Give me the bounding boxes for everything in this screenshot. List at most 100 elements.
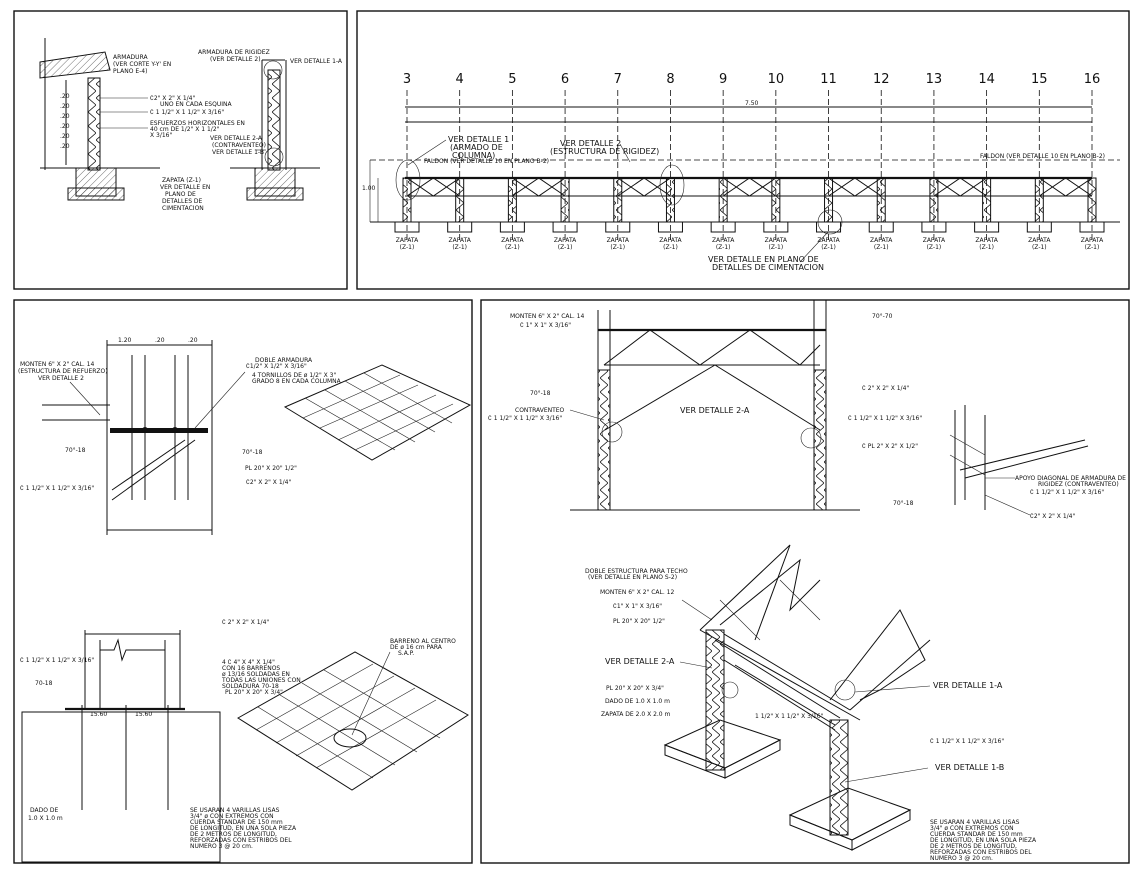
axis-number-7: 7 <box>614 72 622 87</box>
svg-text:70°-18: 70°-18 <box>65 447 86 454</box>
axis-number-11: 11 <box>820 72 837 87</box>
zapata-label: ZAPATA <box>607 237 630 244</box>
label-armadura: ARMADURA <box>113 54 148 61</box>
svg-text:DE LONGITUD, EN UNA SOLA PIEZA: DE LONGITUD, EN UNA SOLA PIEZA <box>190 825 297 832</box>
axis-number-4: 4 <box>456 72 464 87</box>
svg-text:15.60: 15.60 <box>90 711 107 718</box>
svg-text:VER DETALLE EN: VER DETALLE EN <box>160 184 210 191</box>
zapata-label: ZAPATA <box>923 237 946 244</box>
svg-text:TODAS LAS UNIONES CON: TODAS LAS UNIONES CON <box>221 677 301 684</box>
svg-text:∁1" X 1" X 3/16": ∁1" X 1" X 3/16" <box>613 603 662 610</box>
zapata-tag: (Z-1) <box>558 244 573 251</box>
svg-text:S.A.P.: S.A.P. <box>398 650 414 657</box>
bracing <box>722 177 777 197</box>
svg-text:COLUMNA): COLUMNA) <box>452 151 495 160</box>
zapata-tag: (Z-1) <box>1085 244 1100 251</box>
svg-text:∁ 1 1/2" X 1 1/2" X 3/16": ∁ 1 1/2" X 1 1/2" X 3/16" <box>150 109 224 116</box>
svg-text:∁ 1 1/2" X 1 1/2" X 3/16": ∁ 1 1/2" X 1 1/2" X 3/16" <box>848 415 922 422</box>
roof-beam <box>39 51 111 79</box>
bracing <box>722 177 777 197</box>
svg-text:1.0 X 1.0 m: 1.0 X 1.0 m <box>28 815 63 822</box>
column-truss <box>876 177 886 223</box>
zapata-tag: (Z-1) <box>610 244 625 251</box>
svg-text:70-18: 70-18 <box>35 680 53 687</box>
column-truss <box>929 177 939 223</box>
svg-text:70°-70: 70°-70 <box>872 313 893 320</box>
svg-text:SE USARAN 4 VARILLAS LISAS: SE USARAN 4 VARILLAS LISAS <box>930 819 1020 826</box>
frame-elevation <box>356 10 1130 290</box>
column-truss <box>455 177 465 223</box>
svg-text:DE LONGITUD, EN UNA SOLA PIEZA: DE LONGITUD, EN UNA SOLA PIEZA <box>930 837 1037 844</box>
svg-text:.20: .20 <box>60 133 70 140</box>
detail-portal-frame: MONTEN 6" X 2" CAL. 14 ∁ 1" X 1" X 3/16"… <box>488 300 1126 520</box>
axis-number-9: 9 <box>719 72 727 87</box>
svg-text:(CONTRAVENTEO): (CONTRAVENTEO) <box>212 142 266 149</box>
bracing <box>512 177 566 197</box>
bracing <box>617 177 671 197</box>
svg-text:SE USARAN 4 VARILLAS LISAS: SE USARAN 4 VARILLAS LISAS <box>190 807 280 814</box>
svg-text:REFORZADAS CON ESTRIBOS DEL: REFORZADAS CON ESTRIBOS DEL <box>190 837 292 844</box>
axis-number-13: 13 <box>926 72 943 87</box>
zapata-label: ZAPATA <box>765 237 788 244</box>
axis-number-15: 15 <box>1031 72 1048 87</box>
axis-number-3: 3 <box>403 72 411 87</box>
bracing <box>617 177 671 197</box>
svg-text:NUMERO 3 @ 20 cm.: NUMERO 3 @ 20 cm. <box>930 855 993 862</box>
svg-text:ZAPATA (Z-1): ZAPATA (Z-1) <box>162 177 201 184</box>
svg-text:X 3/16": X 3/16" <box>150 132 172 139</box>
zapata-tag: (Z-1) <box>452 244 467 251</box>
svg-text:ZAPATA DE 2.0 X 2.0 m: ZAPATA DE 2.0 X 2.0 m <box>601 711 671 718</box>
column-truss <box>1087 177 1097 223</box>
svg-text:BARRENO AL CENTRO: BARRENO AL CENTRO <box>390 638 456 645</box>
svg-text:MONTEN 6" X 2" CAL. 14: MONTEN 6" X 2" CAL. 14 <box>20 361 94 368</box>
svg-text:40 cm DE 1/2" X 1 1/2": 40 cm DE 1/2" X 1 1/2" <box>150 126 220 133</box>
bracing <box>933 177 987 197</box>
column-truss <box>771 177 781 223</box>
svg-text:VER DETALLE 1-A: VER DETALLE 1-A <box>290 58 343 65</box>
bracing <box>406 177 460 197</box>
svg-text:DE 2 METROS DE LONGITUD,: DE 2 METROS DE LONGITUD, <box>190 831 277 838</box>
frame-detail-top-left <box>13 10 348 290</box>
detail-perspective: DOBLE ESTRUCTURA PARA TECHO (VER DETALLE… <box>585 544 1037 862</box>
svg-text:CONTRAVENTEO: CONTRAVENTEO <box>515 407 565 414</box>
svg-text:.20: .20 <box>60 123 70 130</box>
svg-text:(VER DETALLE EN PLANO S-2): (VER DETALLE EN PLANO S-2) <box>588 574 677 581</box>
svg-text:4 TORNILLOS DE ø 1/2" X 3": 4 TORNILLOS DE ø 1/2" X 3" <box>252 372 337 379</box>
column-truss <box>718 177 728 223</box>
svg-text:UNO EN CADA ESQUINA: UNO EN CADA ESQUINA <box>160 101 232 108</box>
svg-text:.20: .20 <box>60 113 70 120</box>
svg-text:CIMENTACION: CIMENTACION <box>162 205 204 212</box>
zapata-tag: (Z-1) <box>927 244 942 251</box>
svg-text:VER DETALLE 2: VER DETALLE 2 <box>560 139 621 148</box>
svg-text:70°-18: 70°-18 <box>530 390 551 397</box>
column-truss <box>507 177 517 223</box>
svg-text:VER DETALLE 2-A: VER DETALLE 2-A <box>210 135 263 142</box>
bracing <box>828 177 882 197</box>
svg-text:VER DETALLE 1-A: VER DETALLE 1-A <box>933 681 1003 690</box>
svg-text:3/4" ø CON EXTREMOS CON: 3/4" ø CON EXTREMOS CON <box>190 813 274 820</box>
svg-text:DETALLES DE: DETALLES DE <box>162 198 203 205</box>
svg-text:FALDON (VER DETALLE 10 EN PLAN: FALDON (VER DETALLE 10 EN PLANO B-2) <box>980 153 1105 160</box>
zapata-tag: (Z-1) <box>821 244 836 251</box>
svg-text:∁ PL 2" X 2" X 1/2": ∁ PL 2" X 2" X 1/2" <box>862 443 918 450</box>
svg-text:∁ 1 1/2" X 1 1/2" X 3/16": ∁ 1 1/2" X 1 1/2" X 3/16" <box>488 415 562 422</box>
axis-number-16: 16 <box>1084 72 1101 87</box>
svg-text:APOYO DIAGONAL DE ARMADURA DE: APOYO DIAGONAL DE ARMADURA DE <box>1015 475 1126 482</box>
svg-text:MONTEN 6" X 2" CAL. 14: MONTEN 6" X 2" CAL. 14 <box>510 313 584 320</box>
axis-number-5: 5 <box>508 72 516 87</box>
zapata-tag: (Z-1) <box>1032 244 1047 251</box>
zapata-label: ZAPATA <box>1028 237 1051 244</box>
svg-text:∁2" X 2" X 1/4": ∁2" X 2" X 1/4" <box>1030 513 1075 520</box>
svg-text:VER DETALLE 2-A: VER DETALLE 2-A <box>605 657 675 666</box>
zapata-label: ZAPATA <box>448 237 471 244</box>
bracing <box>828 177 882 197</box>
svg-text:∁ 1 1/2" X 1 1/2" X 3/16": ∁ 1 1/2" X 1 1/2" X 3/16" <box>930 738 1004 745</box>
axis-number-14: 14 <box>978 72 995 87</box>
zapata-label: ZAPATA <box>870 237 893 244</box>
svg-text:VER DETALLE 1-B: VER DETALLE 1-B <box>212 149 264 156</box>
zapata-label: ZAPATA <box>817 237 840 244</box>
svg-text:∁ 1" X 1" X 3/16": ∁ 1" X 1" X 3/16" <box>520 322 571 329</box>
svg-text:CUERDA STANDAR DE 150 mm: CUERDA STANDAR DE 150 mm <box>190 819 283 826</box>
